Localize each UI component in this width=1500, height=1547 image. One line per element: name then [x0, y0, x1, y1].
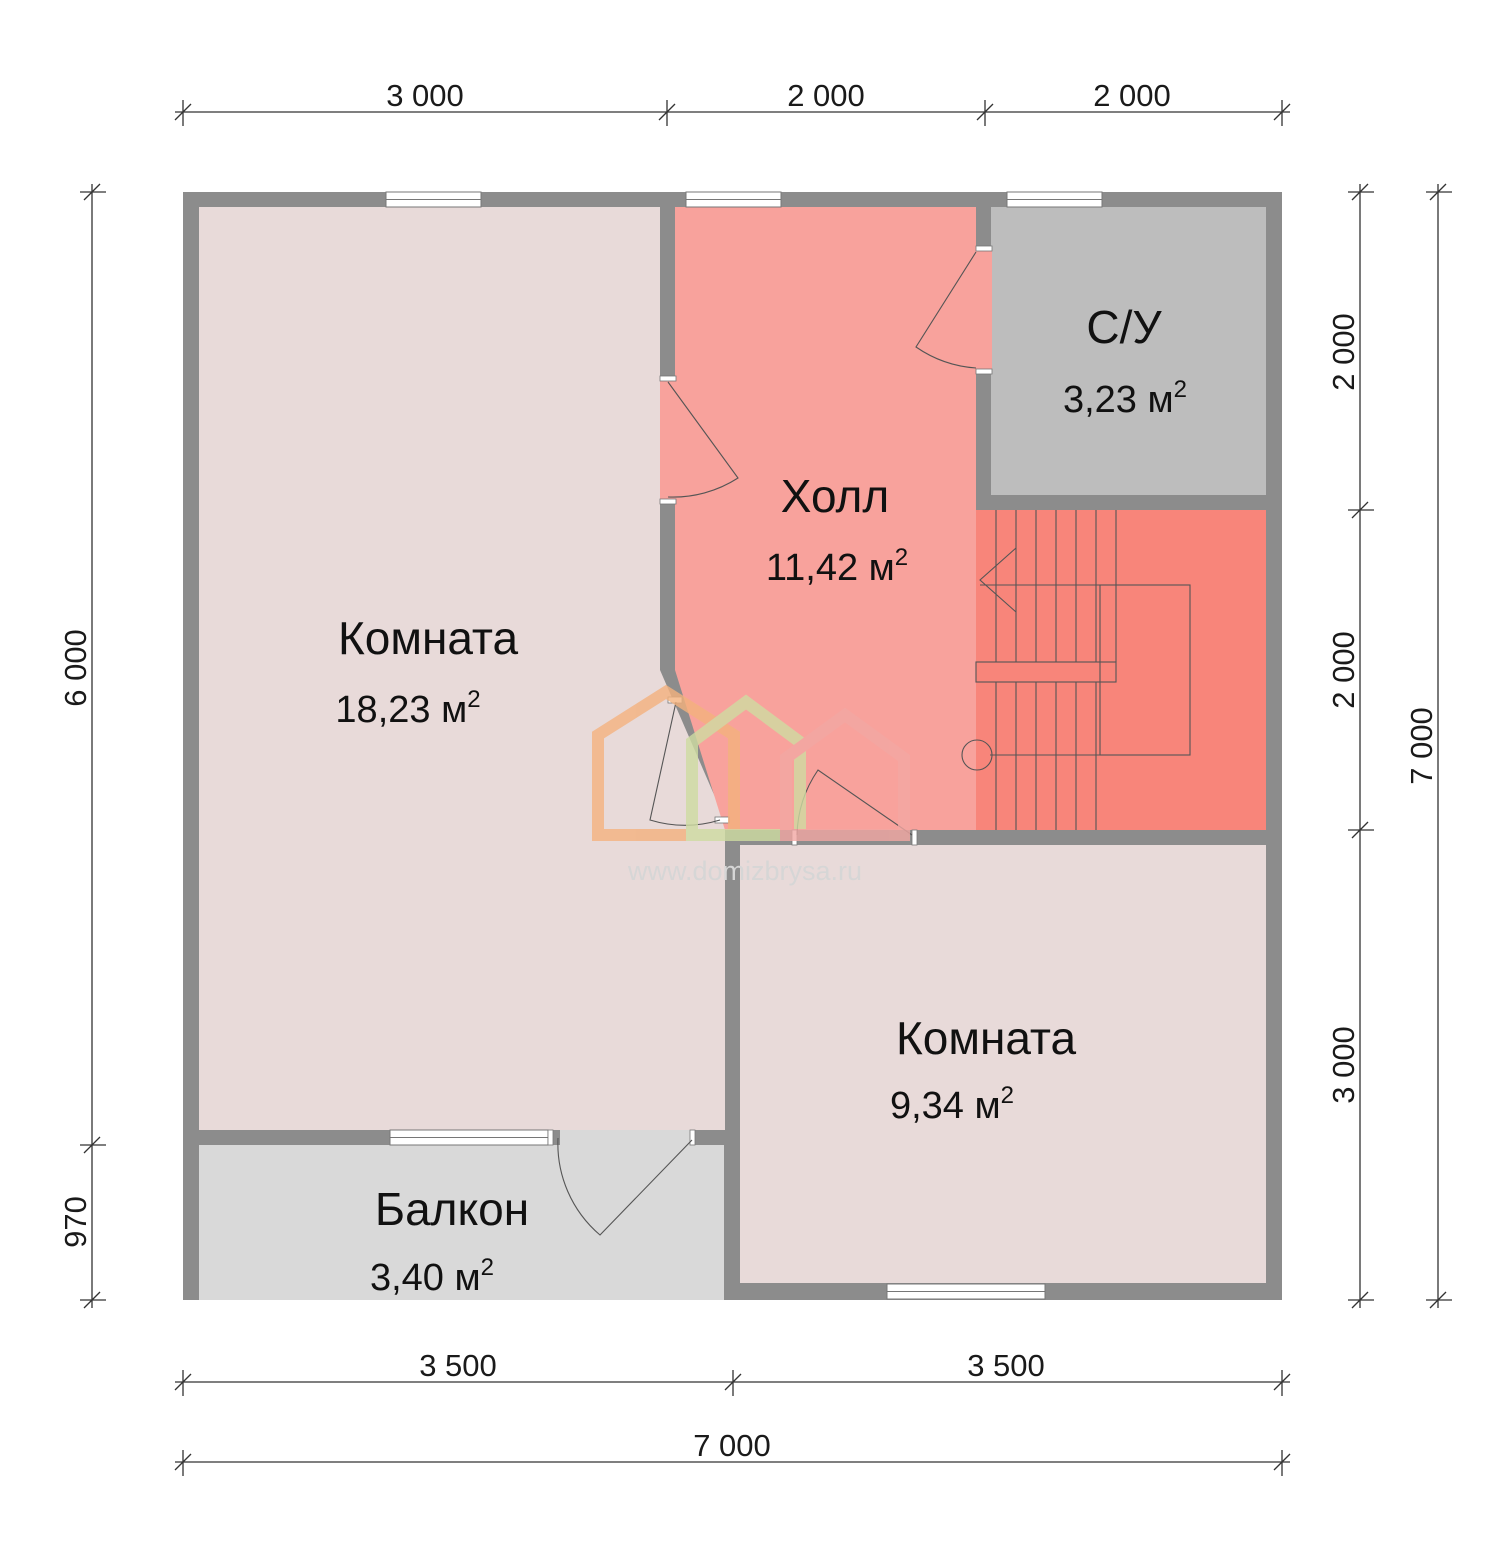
windows: [385, 191, 1103, 1300]
floor-bathroom: [991, 207, 1266, 495]
floor-hall-door-gap: [660, 380, 676, 500]
dim-ticks-right: [1348, 183, 1374, 1309]
dim-bottom-1: 3 500: [419, 1348, 497, 1383]
floor-bathroom-door-gap: [976, 250, 992, 370]
door-jamb: [689, 1129, 696, 1146]
room-name-small: Комната: [896, 1012, 1077, 1064]
watermark-house-3: [780, 707, 910, 841]
door-swing-hall-left: [667, 381, 739, 498]
dim-ticks-right-total: [1426, 183, 1452, 1309]
room-area-large: 18,23 м2: [335, 686, 480, 731]
dim-ticks-top: [174, 100, 1291, 126]
floor-room-large: [199, 207, 660, 1130]
floor-stairs: [976, 510, 1266, 830]
watermark-url: www.domizbrysa.ru: [627, 856, 862, 886]
room-area-small: 9,34 м2: [890, 1082, 1014, 1127]
room-area-hall: 11,42 м2: [766, 544, 908, 589]
room-name-bathroom: С/У: [1086, 301, 1162, 353]
dim-ticks-bottom-total: [174, 1450, 1291, 1476]
floor-balcony-door-gap: [560, 1130, 695, 1146]
staircase: [961, 510, 1191, 830]
door-jamb: [975, 245, 993, 252]
floor-hall: [675, 207, 976, 830]
stair-direction-arrow: [979, 547, 1017, 613]
dim-left-1: 6 000: [58, 629, 93, 707]
dim-ticks-left: [80, 183, 106, 1309]
dim-right-2: 2 000: [1326, 631, 1361, 709]
dimension-lines: 3 000 2 000 2 000 3 500 3 500 7 000 6 00…: [58, 78, 1452, 1476]
floor-room-small: [740, 845, 1266, 1283]
dim-top-3: 2 000: [1093, 78, 1171, 113]
stair-rail: [1099, 584, 1191, 756]
stair-treads-lower: [995, 682, 1097, 830]
watermark-logo: [592, 684, 910, 841]
dim-bottom-total: 7 000: [693, 1428, 771, 1463]
room-area-bathroom: 3,23 м2: [1063, 376, 1187, 421]
dim-right-3: 3 000: [1326, 1026, 1361, 1104]
room-name-large: Комната: [338, 612, 519, 664]
dim-right-total: 7 000: [1404, 707, 1439, 785]
room-name-hall: Холл: [781, 470, 889, 522]
door-jamb: [659, 498, 677, 505]
door-jamb: [659, 375, 677, 382]
dim-ticks-bottom: [174, 1370, 1291, 1396]
dim-bottom-2: 3 500: [967, 1348, 1045, 1383]
stair-landing: [975, 661, 1117, 683]
stair-treads-upper: [995, 510, 1117, 662]
door-jamb: [714, 816, 730, 824]
room-area-balcony: 3,40 м2: [370, 1254, 494, 1299]
door-swing-room-large: [649, 701, 721, 826]
floor-balcony: [199, 1145, 724, 1300]
dim-left-2: 970: [58, 1196, 93, 1248]
door-jamb: [911, 829, 918, 846]
dim-top-2: 2 000: [787, 78, 865, 113]
door-swing-balcony: [557, 1137, 693, 1236]
walls-and-floors: [183, 192, 1282, 1300]
dim-top-1: 3 000: [386, 78, 464, 113]
room-labels: Комната 18,23 м2 Холл 11,42 м2 С/У 3,23 …: [335, 301, 1187, 1299]
door-jamb: [975, 368, 993, 375]
door-swing-bathroom: [915, 251, 977, 369]
dim-right-1: 2 000: [1326, 313, 1361, 391]
stair-start-circle: [961, 739, 993, 771]
door-jamb: [547, 1129, 554, 1146]
room-name-balcony: Балкон: [375, 1183, 529, 1235]
